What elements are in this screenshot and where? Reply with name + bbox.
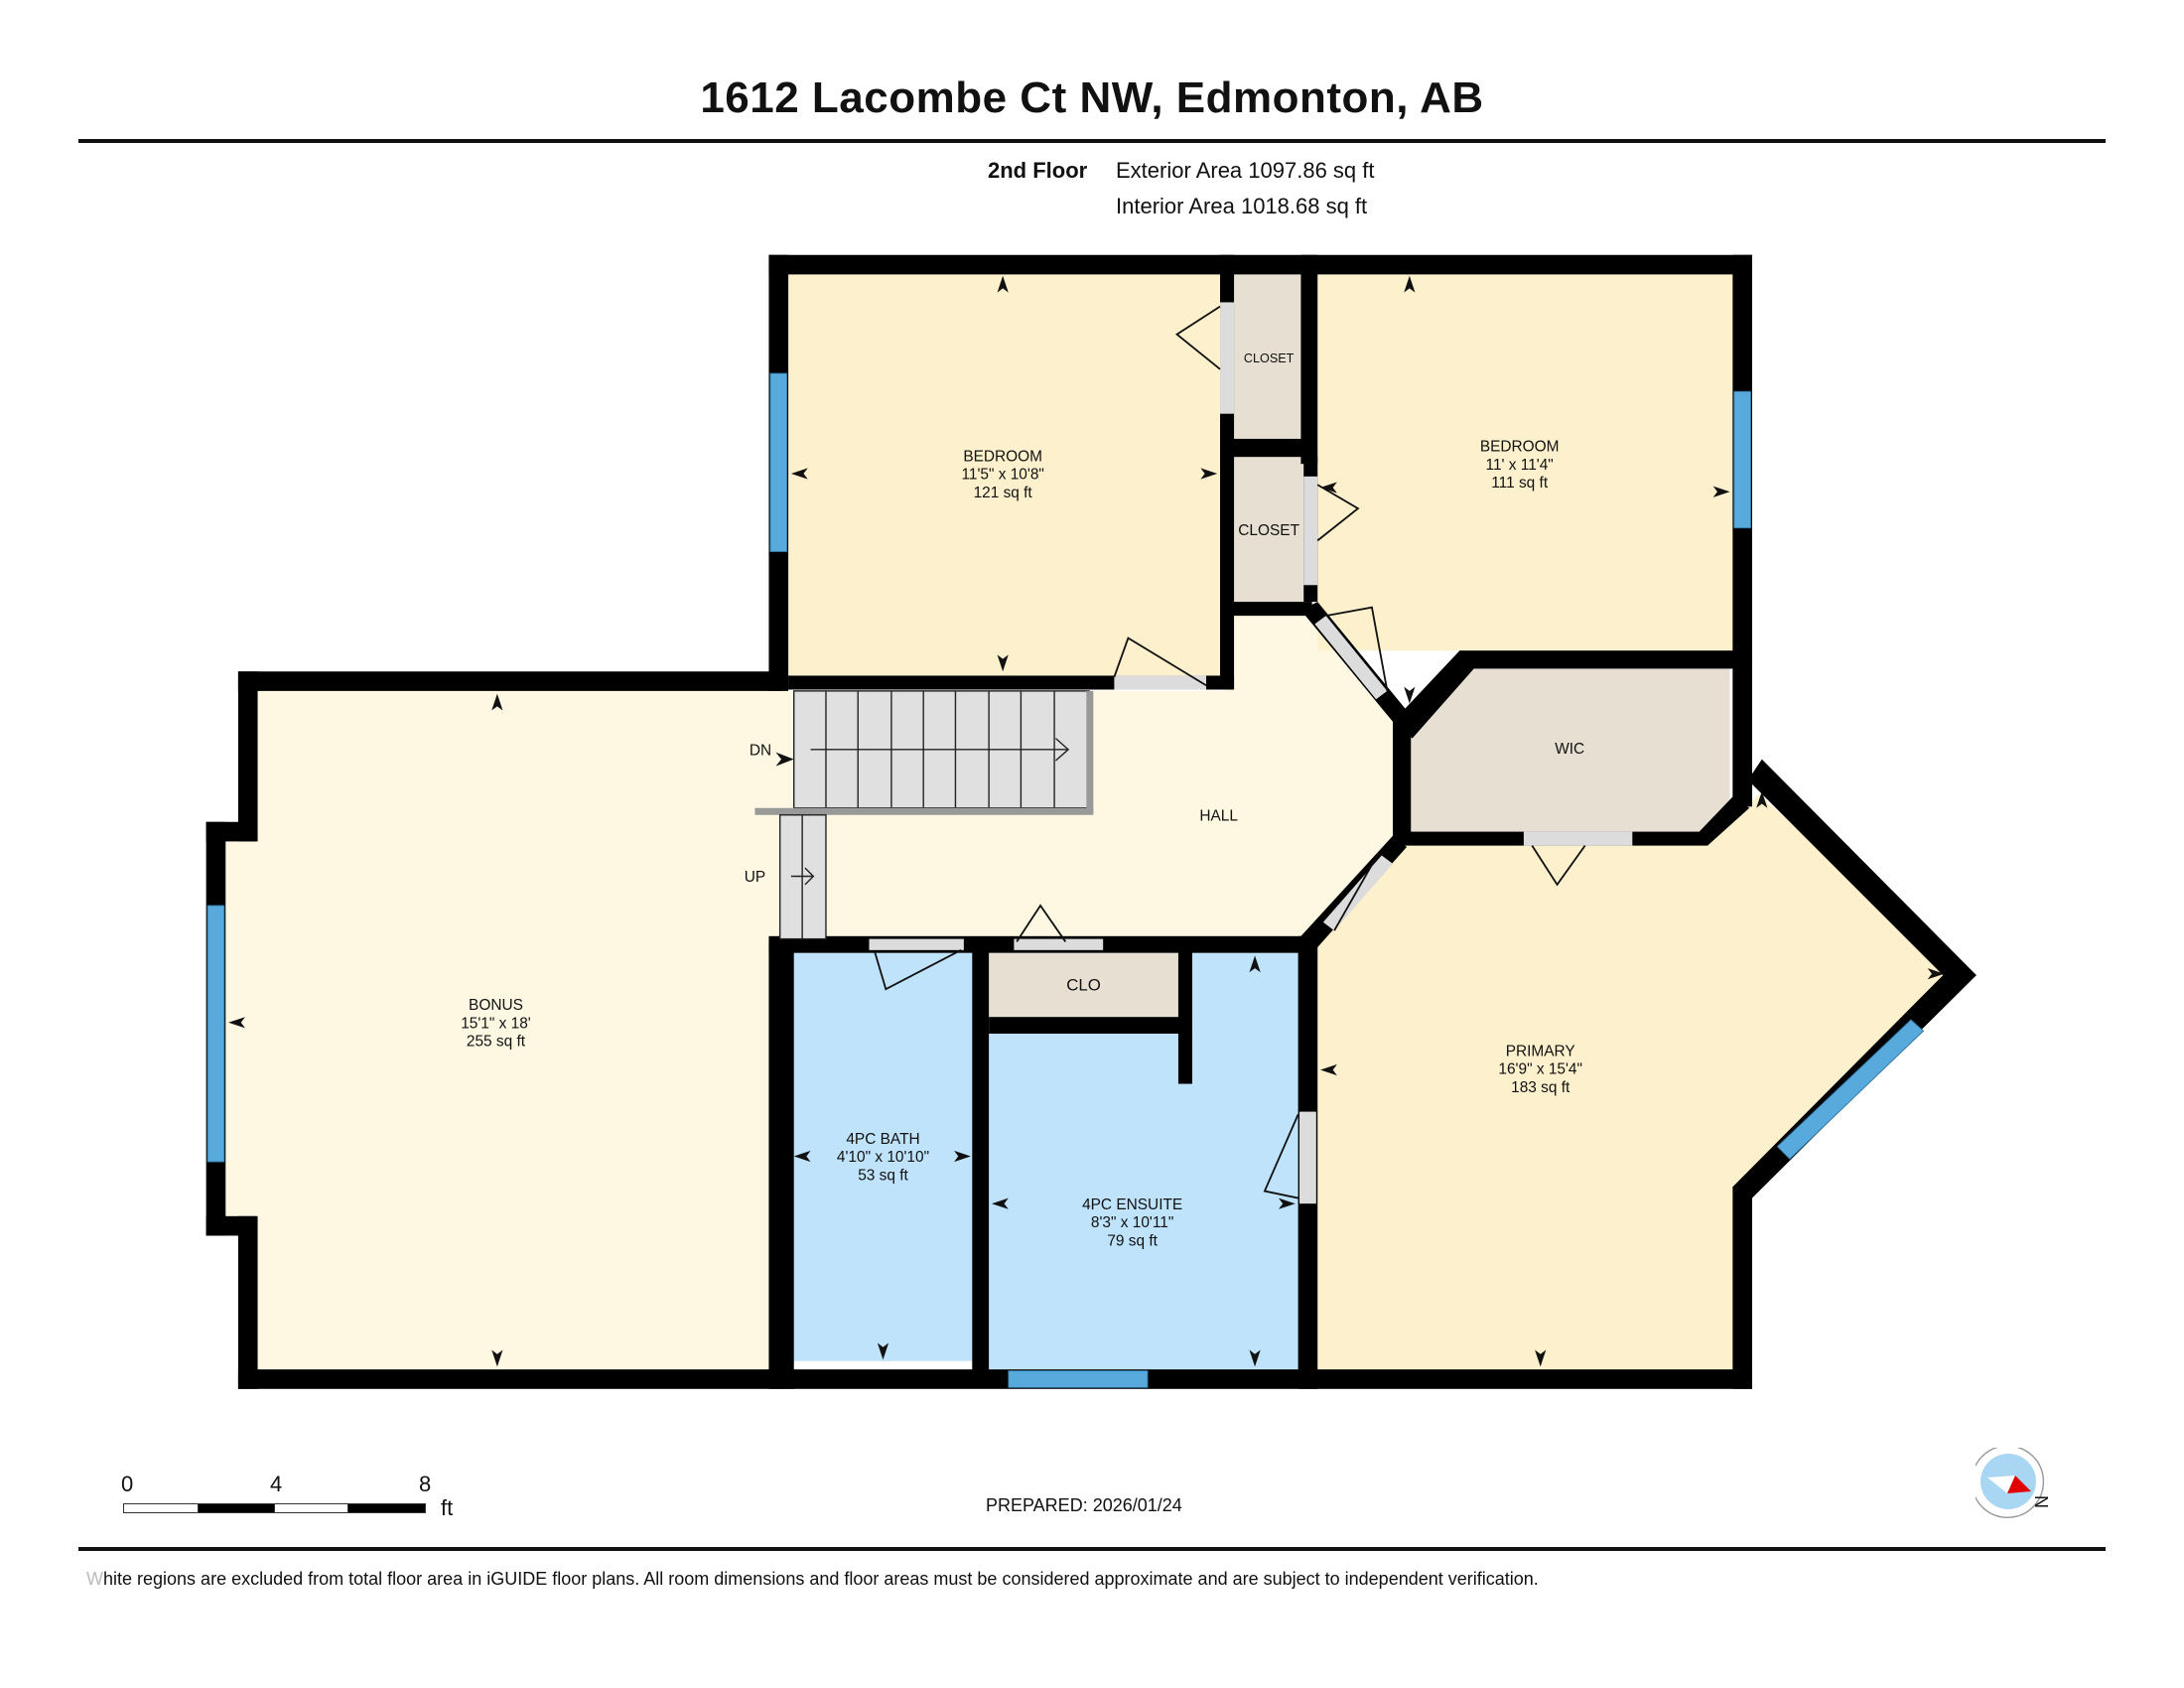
svg-text:183 sq ft: 183 sq ft xyxy=(1511,1079,1570,1096)
room-fill-bath xyxy=(790,951,973,1361)
windows xyxy=(206,372,1925,1388)
room-fill-wic xyxy=(1409,668,1730,832)
footer-divider xyxy=(78,1547,2106,1551)
room-fill-bedroom-2 xyxy=(788,274,1221,679)
scale-segment xyxy=(274,1503,348,1513)
page-title: 1612 Lacombe Ct NW, Edmonton, AB xyxy=(700,73,1484,122)
floor-label: 2nd Floor xyxy=(988,158,1088,183)
room-fill-closet-2 xyxy=(1231,457,1304,603)
svg-text:PRIMARY: PRIMARY xyxy=(1506,1043,1575,1059)
svg-text:BEDROOM: BEDROOM xyxy=(963,448,1042,465)
scale-tick-8: 8 xyxy=(419,1472,432,1496)
scale-bar: 0 4 8 ft xyxy=(119,1472,477,1541)
svg-text:16'9" x 15'4": 16'9" x 15'4" xyxy=(1498,1061,1582,1078)
svg-text:BONUS: BONUS xyxy=(469,997,523,1014)
staircase xyxy=(754,690,1094,940)
scale-tick-4: 4 xyxy=(270,1472,283,1496)
room-fill-ensuite xyxy=(989,952,1298,1370)
svg-text:4PC BATH: 4PC BATH xyxy=(846,1131,919,1148)
stairs-down-label: DN xyxy=(750,742,771,759)
disclaimer: White regions are excluded from total fl… xyxy=(86,1569,1539,1589)
svg-text:BEDROOM: BEDROOM xyxy=(1480,439,1560,456)
compass-icon: N xyxy=(1971,1445,2055,1527)
scale-segment xyxy=(198,1503,275,1513)
room-label-bonus: BONUS 15'1" x 18' 255 sq ft xyxy=(461,997,531,1050)
door-swings xyxy=(874,305,1586,1199)
exterior-area: Exterior Area 1097.86 sq ft xyxy=(1116,158,1375,183)
room-fill-clo xyxy=(989,952,1178,1018)
room-fill-bedroom-3 xyxy=(1317,274,1733,651)
svg-text:4PC ENSUITE: 4PC ENSUITE xyxy=(1082,1196,1182,1213)
svg-text:111 sq ft: 111 sq ft xyxy=(1491,475,1549,492)
door-openings xyxy=(869,302,1633,1204)
room-label-clo: CLO xyxy=(1066,976,1101,995)
room-label-bath: 4PC BATH 4'10" x 10'10" 53 sq ft xyxy=(837,1131,929,1184)
prepared-date: PREPARED: 2026/01/24 xyxy=(986,1495,1182,1515)
room-label-bedroom-2: BEDROOM 11'5" x 10'8" 121 sq ft xyxy=(961,448,1043,500)
scale-tick-0: 0 xyxy=(121,1472,134,1496)
stairs-up-label: UP xyxy=(745,869,765,886)
room-label-closet-1: CLOSET xyxy=(1244,352,1295,365)
room-label-hall: HALL xyxy=(1199,807,1238,824)
svg-text:53 sq ft: 53 sq ft xyxy=(858,1167,908,1184)
room-label-ensuite: 4PC ENSUITE 8'3" x 10'11" 79 sq ft xyxy=(1082,1196,1182,1249)
svg-text:79 sq ft: 79 sq ft xyxy=(1107,1232,1158,1249)
room-fill-bonus xyxy=(225,690,780,1370)
svg-text:11' x 11'4": 11' x 11'4" xyxy=(1486,457,1554,474)
svg-text:11'5" x 10'8": 11'5" x 10'8" xyxy=(961,467,1043,484)
svg-text:4'10" x 10'10": 4'10" x 10'10" xyxy=(837,1149,929,1166)
svg-text:121 sq ft: 121 sq ft xyxy=(974,485,1033,501)
svg-text:15'1" x 18': 15'1" x 18' xyxy=(461,1015,531,1032)
dimension-arrows xyxy=(228,275,1945,1367)
room-label-bedroom-3: BEDROOM 11' x 11'4" 111 sq ft xyxy=(1480,439,1560,492)
room-label-closet-2: CLOSET xyxy=(1238,522,1299,539)
room-fill-closet-1 xyxy=(1234,274,1301,439)
interior-area: Interior Area 1018.68 sq ft xyxy=(1116,194,1368,218)
svg-text:8'3" x 10'11": 8'3" x 10'11" xyxy=(1091,1214,1173,1231)
room-label-primary: PRIMARY 16'9" x 15'4" 183 sq ft xyxy=(1498,1043,1582,1095)
header-divider xyxy=(78,139,2106,143)
scale-unit: ft xyxy=(441,1495,454,1520)
scale-segment xyxy=(123,1503,199,1513)
compass-north-label: N xyxy=(2031,1495,2051,1508)
room-label-wic: WIC xyxy=(1555,741,1584,758)
room-fill-primary xyxy=(1317,793,1956,1370)
svg-text:255 sq ft: 255 sq ft xyxy=(467,1034,526,1051)
scale-segment xyxy=(347,1503,426,1513)
